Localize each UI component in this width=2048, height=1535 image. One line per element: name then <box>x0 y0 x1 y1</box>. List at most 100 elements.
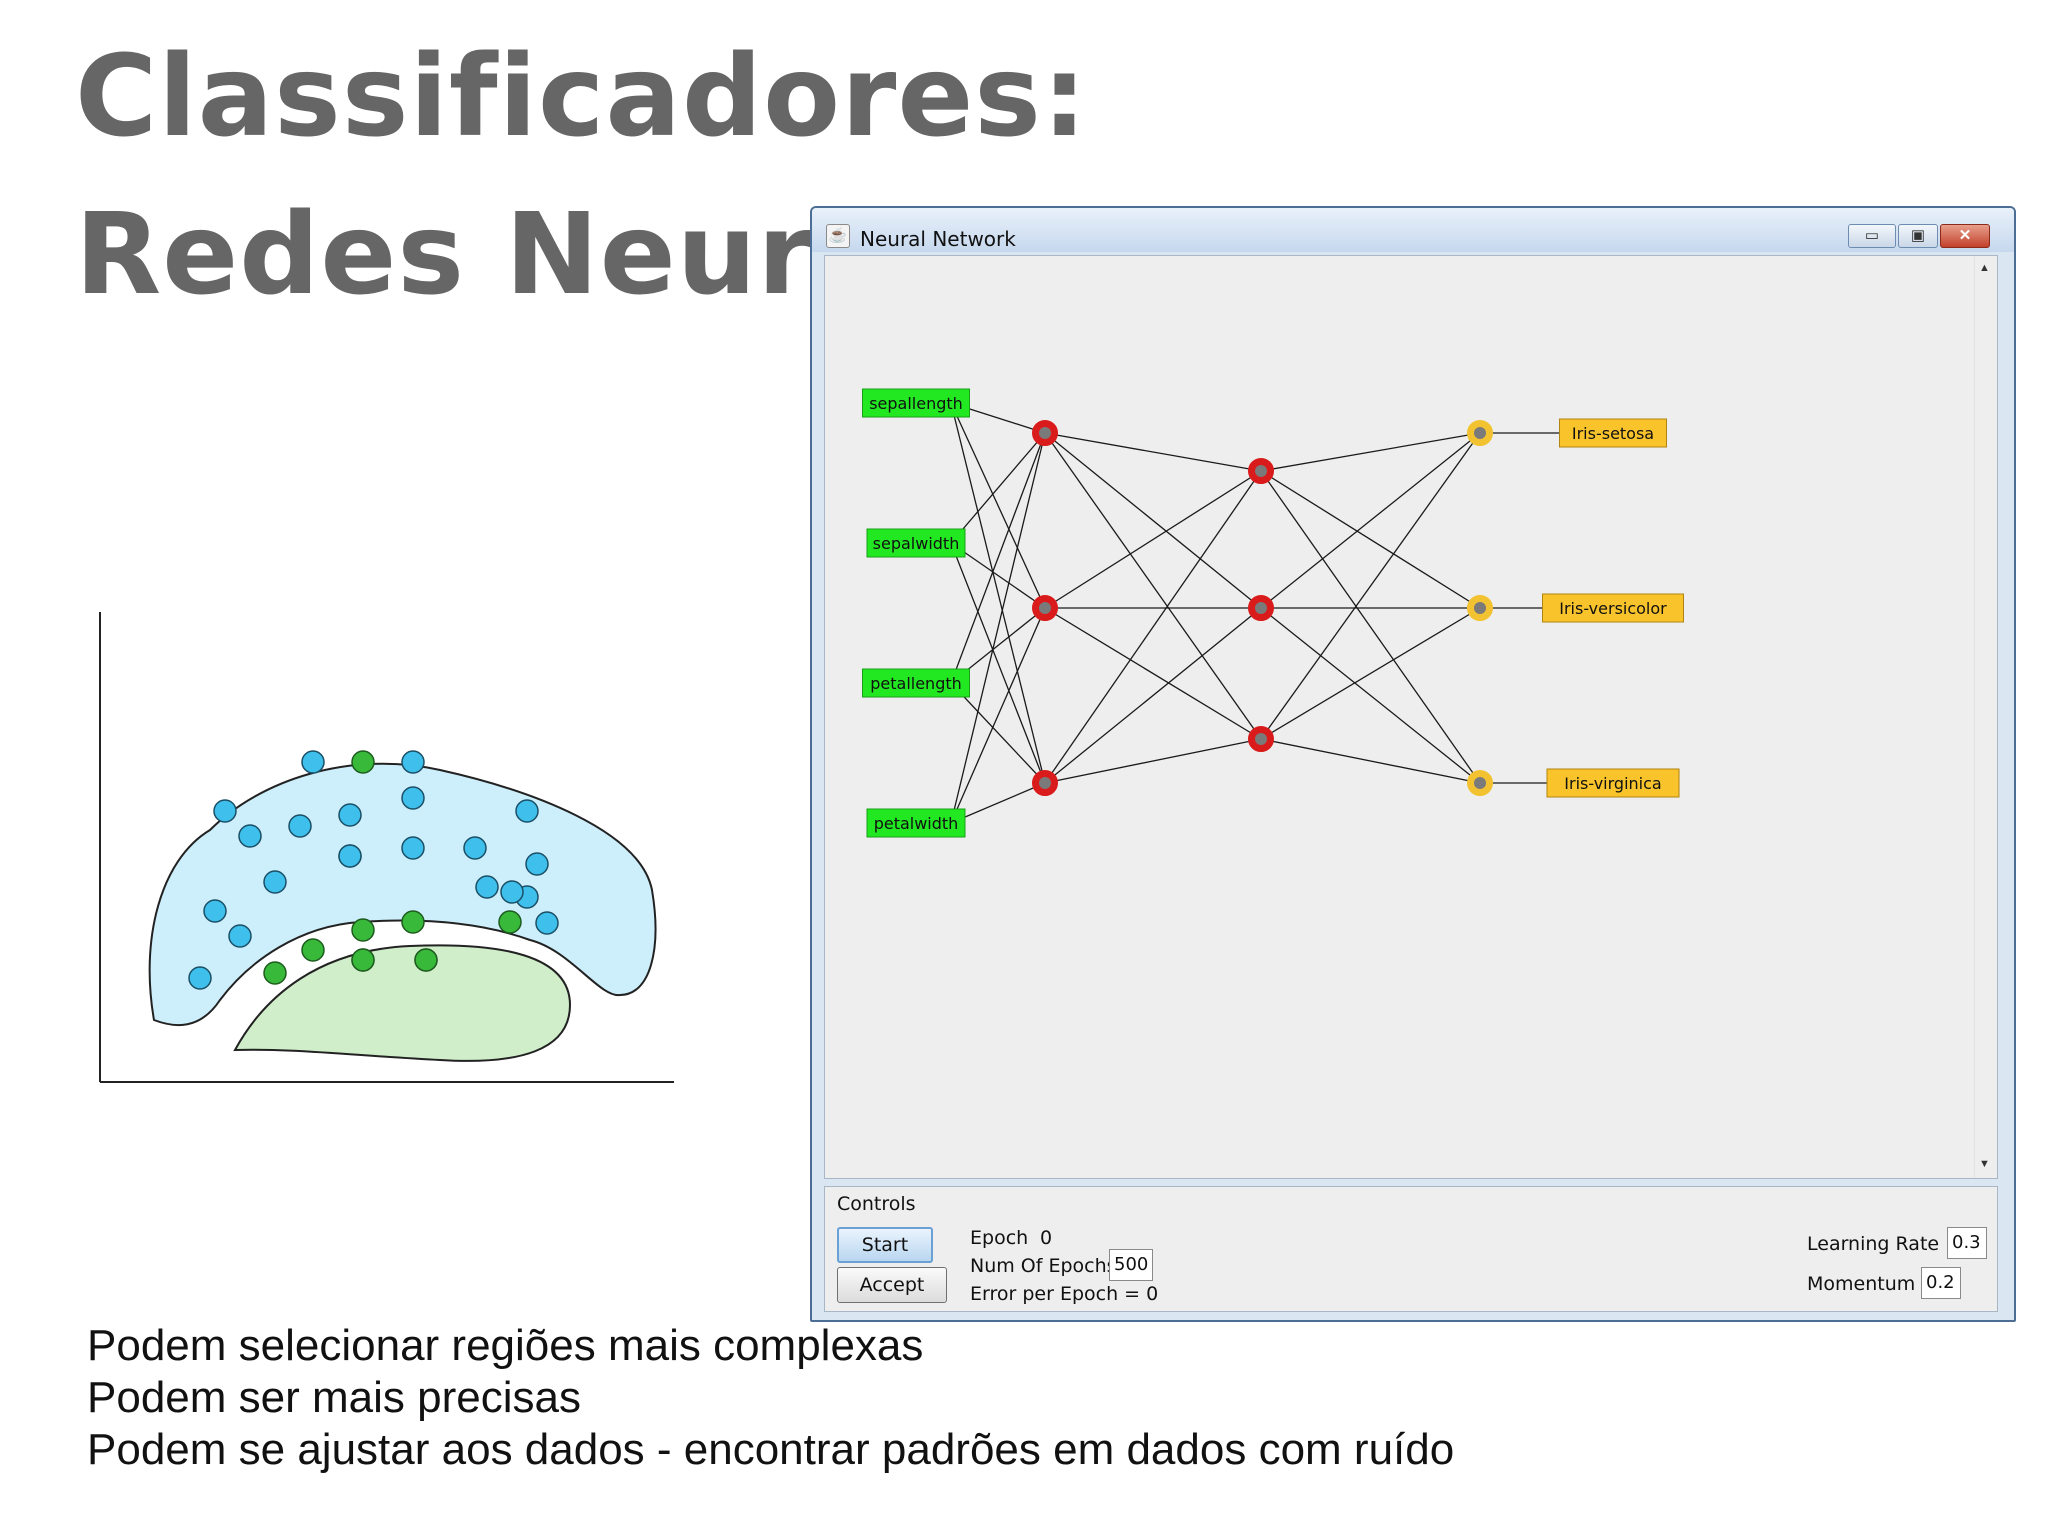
network-edge <box>950 607 1046 824</box>
blue-data-point <box>203 899 227 923</box>
network-edge <box>1260 738 1481 784</box>
hidden-node-layer1-core <box>1039 777 1051 789</box>
error-per-epoch-label: Error per Epoch = 0 <box>970 1283 1159 1305</box>
green-data-point <box>351 918 375 942</box>
input-label-petallength-text: petallength <box>870 674 962 693</box>
blue-data-point <box>525 852 549 876</box>
controls-caption: Controls <box>837 1193 916 1215</box>
network-edge <box>1260 607 1481 784</box>
network-edge <box>1260 470 1481 784</box>
blue-data-point <box>263 870 287 894</box>
blue-data-point <box>515 799 539 823</box>
green-data-point <box>401 910 425 934</box>
blue-data-point <box>301 750 325 774</box>
blue-data-point <box>338 803 362 827</box>
network-edge <box>1044 607 1262 784</box>
network-edge <box>1044 432 1262 472</box>
input-label-petalwidth[interactable] <box>866 808 966 838</box>
network-edge <box>950 682 1046 784</box>
network-edge <box>950 432 1046 544</box>
blue-data-point <box>401 836 425 860</box>
hidden-node-layer2-core <box>1255 465 1267 477</box>
output-label-iris-virginica[interactable] <box>1546 768 1680 798</box>
bullet-list: Podem selecionar regiões mais complexas … <box>87 1320 1454 1476</box>
cluster-illustration <box>99 612 674 1083</box>
network-edge <box>950 432 1046 684</box>
java-cup-icon: ☕ <box>826 224 850 248</box>
network-edge <box>1044 432 1262 740</box>
accept-button[interactable]: Accept <box>837 1267 947 1303</box>
maximize-button[interactable]: ▣ <box>1898 224 1938 248</box>
blue-data-point <box>238 824 262 848</box>
input-label-sepallength[interactable] <box>862 388 970 418</box>
green-data-point <box>263 961 287 985</box>
start-button[interactable]: Start <box>837 1227 933 1263</box>
input-label-petallength[interactable] <box>862 668 970 698</box>
epoch-label: Epoch <box>970 1227 1029 1249</box>
blue-data-point <box>535 911 559 935</box>
green-data-point <box>351 948 375 972</box>
scroll-up-arrow-icon[interactable]: ▲ <box>1979 262 1990 274</box>
blue-data-point <box>475 875 499 899</box>
controls-panel: Controls Start Accept Epoch 0 Num Of Epo… <box>824 1186 1998 1312</box>
hidden-node-layer1-core <box>1039 427 1051 439</box>
blue-region <box>148 762 657 1027</box>
output-label-iris-setosa-text: Iris-setosa <box>1572 424 1654 443</box>
network-edge <box>1260 432 1481 609</box>
network-edge <box>1044 432 1262 609</box>
num-epochs-field[interactable]: 500 <box>1109 1249 1153 1281</box>
output-label-iris-virginica-text: Iris-virginica <box>1564 774 1661 793</box>
green-data-point <box>414 948 438 972</box>
momentum-label: Momentum = <box>1807 1273 1938 1295</box>
output-node-core <box>1474 602 1486 614</box>
network-edge <box>1260 432 1481 472</box>
window-title: Neural Network <box>860 227 1016 251</box>
network-edge <box>950 782 1046 824</box>
bullet-item: Podem selecionar regiões mais complexas <box>87 1321 924 1370</box>
epoch-value: 0 <box>1040 1227 1053 1249</box>
blue-data-point <box>500 880 524 904</box>
input-label-sepalwidth[interactable] <box>866 528 966 558</box>
close-button[interactable]: ✕ <box>1940 224 1990 248</box>
network-edge <box>1044 470 1262 784</box>
network-edge <box>1260 470 1481 609</box>
network-edge <box>950 402 1046 609</box>
hidden-node-layer1-core <box>1039 602 1051 614</box>
input-label-sepalwidth-text: sepalwidth <box>873 534 960 553</box>
network-graph: sepallengthsepalwidthpetallengthpetalwid… <box>862 388 1684 838</box>
network-edge <box>950 542 1046 784</box>
green-data-point <box>498 910 522 934</box>
green-data-point <box>301 938 325 962</box>
learning-rate-label: Learning Rate = <box>1807 1233 1962 1255</box>
network-edge <box>950 542 1046 609</box>
window-titlebar[interactable]: ☕ Neural Network ▭ ▣ ✕ <box>812 208 2014 252</box>
output-label-iris-versicolor[interactable] <box>1542 593 1684 623</box>
network-edge <box>1260 607 1481 740</box>
blue-data-point <box>213 799 237 823</box>
hidden-node-layer2-core <box>1255 733 1267 745</box>
network-edge <box>950 432 1046 824</box>
blue-data-point <box>338 844 362 868</box>
network-edge <box>1044 607 1262 740</box>
scroll-down-arrow-icon[interactable]: ▼ <box>1979 1158 1990 1170</box>
output-label-iris-setosa[interactable] <box>1559 418 1667 448</box>
output-node-core <box>1474 427 1486 439</box>
network-edge <box>1260 432 1481 740</box>
network-edge <box>1044 738 1262 784</box>
network-edge <box>950 402 1046 784</box>
blue-data-point <box>228 924 252 948</box>
minimize-button[interactable]: ▭ <box>1848 224 1896 248</box>
output-node-core <box>1474 777 1486 789</box>
blue-data-point <box>463 836 487 860</box>
green-region <box>233 944 572 1062</box>
bullet-item: Podem se ajustar aos dados - encontrar p… <box>87 1425 1455 1474</box>
momentum-field[interactable]: 0.2 <box>1921 1267 1961 1299</box>
learning-rate-field[interactable]: 0.3 <box>1947 1227 1987 1259</box>
network-edge <box>1044 470 1262 609</box>
bullet-item: Podem ser mais precisas <box>87 1373 581 1422</box>
vertical-scrollbar[interactable]: ▲ ▼ <box>1974 256 1997 1178</box>
hidden-node-layer2-core <box>1255 602 1267 614</box>
input-label-petalwidth-text: petalwidth <box>874 814 959 833</box>
